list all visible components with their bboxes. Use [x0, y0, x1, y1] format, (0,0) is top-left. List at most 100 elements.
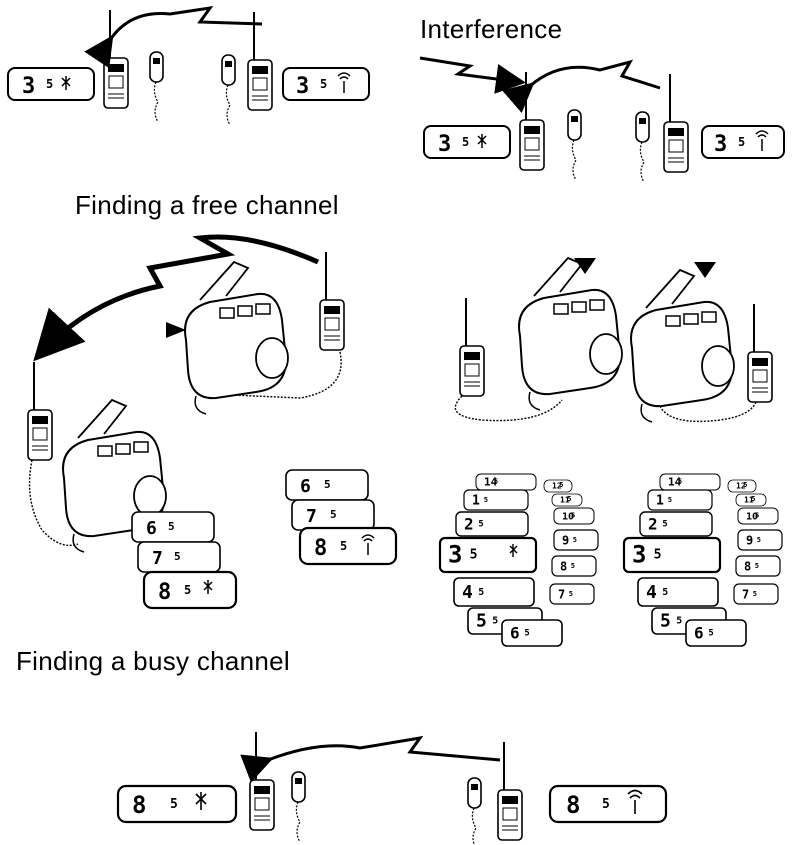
signal-arrow-icon [419, 56, 526, 94]
svg-text:5: 5 [184, 583, 191, 597]
svg-text:5: 5 [573, 536, 577, 544]
channel-number: 7 [558, 587, 565, 601]
channel-number: 14 [668, 476, 682, 489]
channel-number: 14 [484, 476, 498, 489]
svg-text:5: 5 [320, 77, 327, 91]
channel-number: 4 [462, 582, 473, 603]
svg-text:5: 5 [662, 519, 667, 529]
channel-number: 5 [476, 611, 487, 632]
lcd-display-icon: 6 5 7 5 8 5 [285, 469, 398, 566]
channel-number: 6 [694, 624, 704, 643]
lcd-display-icon: 8 5 [548, 784, 668, 824]
lcd-display-icon: 8 5 [116, 784, 238, 824]
svg-text:5: 5 [751, 495, 755, 503]
svg-text:5: 5 [662, 587, 668, 598]
channel-number: 10 [562, 512, 574, 523]
channel-number: 8 [744, 559, 751, 573]
svg-text:5: 5 [462, 135, 469, 149]
svg-text:5: 5 [484, 495, 488, 504]
microphone-icon [467, 777, 482, 845]
microphone-icon [149, 51, 164, 123]
svg-text:5: 5 [738, 135, 745, 149]
lcd-display-icon: 6 5 7 5 8 5 [131, 511, 238, 610]
microphone-icon [291, 771, 306, 843]
svg-text:5: 5 [569, 590, 573, 598]
channel-number: 2 [648, 514, 658, 533]
svg-text:5: 5 [174, 550, 181, 563]
svg-text:5: 5 [571, 562, 575, 570]
channel-number: 12 [736, 482, 746, 491]
pointer-arrow-icon [574, 258, 596, 274]
svg-text:5: 5 [168, 520, 175, 533]
heading-interference: Interference [420, 14, 563, 44]
microphone-icon [630, 269, 735, 423]
lcd-display-icon: 3 5 [7, 67, 95, 101]
channel-number: 4 [646, 582, 657, 603]
svg-text:8: 8 [314, 536, 327, 561]
svg-text:5: 5 [524, 629, 529, 639]
svg-text:5: 5 [494, 478, 498, 486]
svg-text:5: 5 [757, 536, 761, 544]
radio-icon [319, 251, 345, 351]
channel-number: 2 [464, 514, 474, 533]
svg-text:3: 3 [714, 132, 727, 157]
svg-text:5: 5 [46, 77, 53, 91]
svg-text:5: 5 [743, 481, 747, 489]
svg-text:7: 7 [306, 506, 317, 527]
channel-number: 1 [472, 493, 480, 508]
signal-arrow-icon [33, 234, 320, 362]
svg-text:5: 5 [330, 508, 337, 521]
svg-text:5: 5 [755, 512, 759, 520]
channel-number: 10 [746, 512, 758, 523]
radio-icon [747, 303, 773, 403]
channel-number: 3 [632, 540, 646, 568]
svg-text:5: 5 [676, 616, 682, 627]
svg-text:5: 5 [571, 512, 575, 520]
svg-text:5: 5 [492, 616, 498, 627]
heading-free-channel: Finding a free channel [75, 190, 339, 220]
svg-text:3: 3 [438, 132, 451, 157]
channel-number: 9 [562, 533, 569, 547]
channel-number: 11 [744, 496, 754, 505]
svg-text:5: 5 [170, 797, 178, 812]
channel-number: 8 [560, 559, 567, 573]
microphone-icon [221, 54, 236, 126]
microphone-icon [518, 257, 623, 411]
microphone-icon [184, 261, 289, 415]
svg-text:5: 5 [567, 495, 571, 503]
signal-arrow-icon [502, 59, 661, 114]
svg-text:6: 6 [146, 518, 157, 539]
pointer-arrow-icon [166, 322, 186, 338]
channel-number: 9 [746, 533, 753, 547]
svg-text:7: 7 [152, 548, 163, 569]
microphone-icon [635, 111, 650, 183]
svg-text:5: 5 [602, 797, 610, 812]
radio-icon [519, 71, 545, 171]
radio-icon [27, 361, 53, 461]
channel-number: 1 [656, 493, 664, 508]
svg-text:5: 5 [478, 519, 483, 529]
channel-number: 11 [560, 496, 570, 505]
svg-text:5: 5 [668, 495, 672, 504]
svg-text:3: 3 [22, 74, 35, 99]
svg-text:8: 8 [566, 791, 580, 819]
svg-text:8: 8 [158, 580, 171, 605]
svg-text:3: 3 [296, 74, 309, 99]
lcd-display-icon: 3 5 [701, 125, 785, 159]
svg-text:5: 5 [753, 590, 757, 598]
svg-text:5: 5 [654, 547, 662, 562]
svg-text:6: 6 [300, 476, 311, 497]
radio-icon [249, 731, 275, 831]
lcd-display-icon: 3 5 [282, 67, 370, 101]
svg-text:5: 5 [559, 481, 563, 489]
channel-number: 12 [552, 482, 562, 491]
channel-number: 5 [660, 611, 671, 632]
signal-arrow-icon [240, 735, 501, 783]
radio-icon [497, 741, 523, 841]
microphone-icon [567, 109, 582, 181]
svg-text:5: 5 [340, 539, 347, 553]
